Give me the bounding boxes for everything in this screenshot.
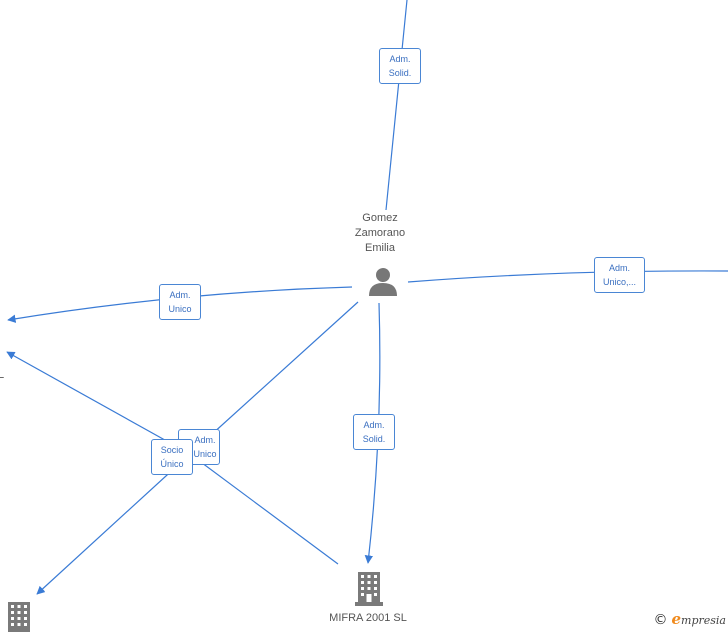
edge-label-cross-socio[interactable]: Socio Único xyxy=(151,439,193,475)
edge-label-left-line-2: Unico xyxy=(168,304,192,314)
person-name-line-2: Zamorano xyxy=(354,227,406,239)
edge-label-cross-socio-line-1: Socio xyxy=(160,445,184,455)
person-name-line-1: Gomez xyxy=(362,212,398,224)
edge-label-right-line-2: Unico,... xyxy=(602,277,636,287)
edge-label-middle-line-1: Adm. xyxy=(363,420,385,430)
empresia-watermark: ©empresia xyxy=(653,610,726,628)
edge-label-right[interactable]: Adm. Unico,... xyxy=(594,257,645,293)
edge-cross-socio-right xyxy=(189,453,339,565)
building-icon[interactable] xyxy=(6,602,32,632)
edge-cross-socio-upper xyxy=(6,351,191,455)
company-name-label[interactable]: MIFRA 2001 SL xyxy=(329,612,407,624)
edge-cross-adm xyxy=(189,301,359,455)
person-name-label[interactable]: Gomez Zamorano Emilia xyxy=(330,211,430,256)
edge-top xyxy=(385,0,408,211)
edge-label-cross-adm-line-2: Unico xyxy=(193,449,217,459)
person-name-line-3: Emilia xyxy=(365,242,395,254)
brand-e-letter: e xyxy=(671,610,682,628)
building-icon[interactable] xyxy=(355,572,383,606)
edge-label-left-line-1: Adm. xyxy=(169,290,191,300)
edge-label-right-line-1: Adm. xyxy=(608,263,630,273)
edge-cross-socio-lower xyxy=(36,453,191,595)
person-icon[interactable] xyxy=(368,266,398,298)
edge-right xyxy=(407,270,728,283)
edge-label-middle-line-2: Solid. xyxy=(362,434,386,444)
edge-label-middle[interactable]: Adm. Solid. xyxy=(353,414,395,450)
brand-name-rest: mpresia xyxy=(681,614,726,627)
copyright-symbol: © xyxy=(653,612,668,628)
edge-label-cross-socio-line-2: Único xyxy=(160,459,184,469)
edge-label-top-line-1: Adm. xyxy=(389,54,411,64)
partial-company-label: L xyxy=(0,369,5,381)
edge-label-left[interactable]: Adm. Unico xyxy=(159,284,201,320)
edge-label-top-line-2: Solid. xyxy=(388,68,412,78)
edge-label-top[interactable]: Adm. Solid. xyxy=(379,48,421,84)
edge-label-cross-adm-line-1: Adm. xyxy=(194,435,216,445)
